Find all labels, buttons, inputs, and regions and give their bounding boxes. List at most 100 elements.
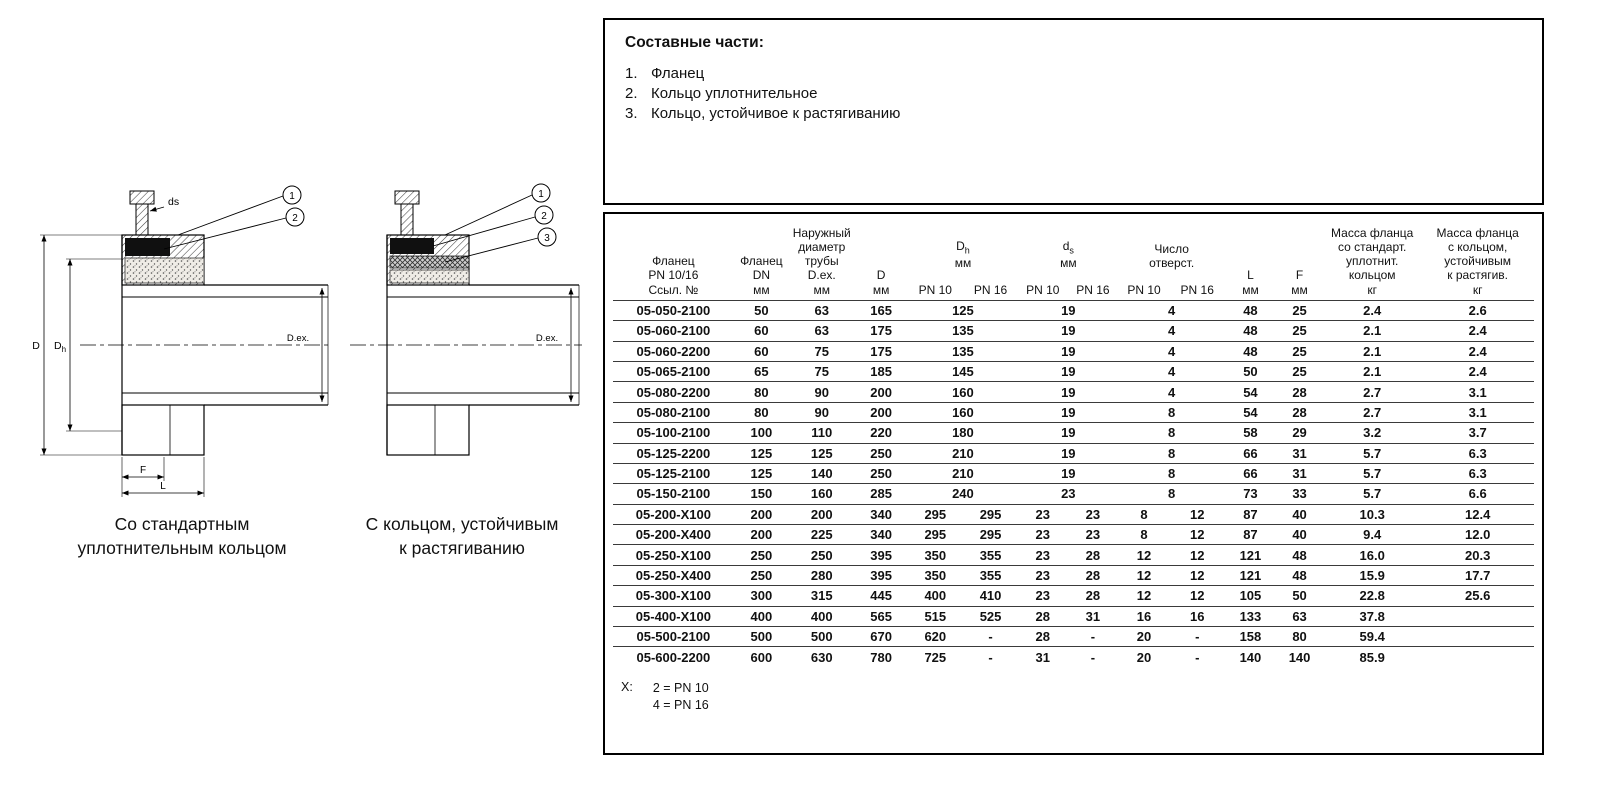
table-cell: 200 [733,503,789,525]
table-cell: 210 [907,442,1019,464]
drawing-standard-seal: ds [30,175,335,515]
header-dex: Наружный диаметр трубы D.ex. мм [792,226,851,297]
table-cell: 125 [733,442,789,464]
table-cell: 23 [1018,544,1068,566]
part-item: 1.Фланец [625,65,1522,82]
table-cell: 48 [1276,564,1324,586]
table-cell: 200 [854,381,908,403]
table-cell: 28 [1018,626,1068,647]
table-cell: 85.9 [1323,646,1422,667]
svg-text:2: 2 [292,213,298,224]
table-cell: 500 [733,626,789,647]
table-cell: 75 [789,340,855,362]
table-cell: 295 [962,503,1019,525]
table-cell: 3.1 [1421,401,1534,423]
table-cell: 50 [1276,585,1324,607]
table-cell: 2.7 [1323,381,1422,403]
table-cell: 140 [1276,646,1324,667]
table-cell: 23 [1018,524,1068,545]
table-cell: 8 [1118,462,1225,484]
svg-text:Dh: Dh [54,340,66,354]
parts-box: Составные части: 1.Фланец 2.Кольцо уплот… [603,18,1544,205]
table-cell: - [1067,626,1119,647]
table-cell: 8 [1118,401,1225,423]
table-cell: - [962,626,1019,647]
table-cell: 25 [1276,360,1324,382]
table-cell: 22.8 [1323,585,1422,607]
table-cell: 31 [1276,462,1324,484]
table-cell: 200 [733,524,789,545]
table-cell: 140 [789,462,855,484]
table-cell: 15.9 [1323,564,1422,586]
table-cell: - [1067,646,1119,667]
table-cell: 19 [1018,422,1119,444]
table-cell: 285 [854,483,908,505]
table-cell: 250 [854,462,908,484]
header-holes-pn10: PN 10 [1127,282,1161,297]
table-cell: 48 [1276,544,1324,566]
table-cell: 28 [1276,401,1324,423]
table-cell: 05-150-2100 [613,483,734,505]
table-cell: 05-500-2100 [613,626,734,647]
svg-text:3: 3 [544,233,550,244]
table-footnote: X: 2 = PN 10 4 = PN 16 [621,680,1534,714]
part-number: 2. [625,85,638,102]
table-cell: - [1169,646,1225,667]
table-cell: 40 [1276,524,1324,545]
table-cell: 05-050-2100 [613,299,734,321]
table-cell: 28 [1018,605,1068,627]
table-cell: 295 [962,524,1019,545]
table-cell: 160 [907,401,1019,423]
svg-text:D: D [32,340,40,352]
svg-text:ds: ds [168,196,179,208]
dimension-dh: Dh [54,258,122,432]
table-cell: 12 [1169,564,1225,586]
table-cell: 31 [1067,605,1119,627]
table-cell: 121 [1224,564,1277,586]
table-cell: 05-125-2200 [613,442,734,464]
table-cell: 175 [854,340,908,362]
table-cell: 100 [733,422,789,444]
svg-text:1: 1 [538,189,544,200]
table-cell: 31 [1018,646,1068,667]
table-cell: 20 [1118,646,1170,667]
parts-list: 1.Фланец 2.Кольцо уплотнительное 3.Кольц… [625,65,1522,122]
table-cell: 23 [1067,524,1119,545]
table-cell: 515 [907,605,963,627]
table-cell: 6.3 [1421,442,1534,464]
table-cell: 8 [1118,442,1225,464]
table-cell: 150 [733,483,789,505]
table-cell: 12 [1118,585,1170,607]
table-cell: 180 [907,422,1019,444]
dimension-f: F [121,457,165,497]
table-cell: 23 [1018,564,1068,586]
caption-standard-seal: Со стандартным уплотнительным кольцом [77,514,287,559]
table-cell: 50 [733,299,789,321]
table-cell: 25 [1276,320,1324,342]
table-cell: 19 [1018,360,1119,382]
callout-3: 3 [444,227,557,263]
table-cell: 5.7 [1323,462,1422,484]
table-cell: 250 [733,564,789,586]
table-cell: 19 [1018,320,1119,342]
part-number: 1. [625,65,638,82]
table-cell: 3.7 [1421,422,1534,444]
table-cell: 20 [1118,626,1170,647]
header-l: L мм [1242,268,1259,297]
table-cell: 19 [1018,340,1119,362]
part-item: 2.Кольцо уплотнительное [625,85,1522,102]
table-cell: 80 [733,401,789,423]
table-cell: 4 [1118,381,1225,403]
table-cell: 05-060-2100 [613,320,734,342]
table-cell: 2.1 [1323,340,1422,362]
table-cell: 37.8 [1323,605,1422,627]
table-cell: 4 [1118,340,1225,362]
table-cell: 25 [1276,340,1324,362]
table-cell: 12 [1169,524,1225,545]
